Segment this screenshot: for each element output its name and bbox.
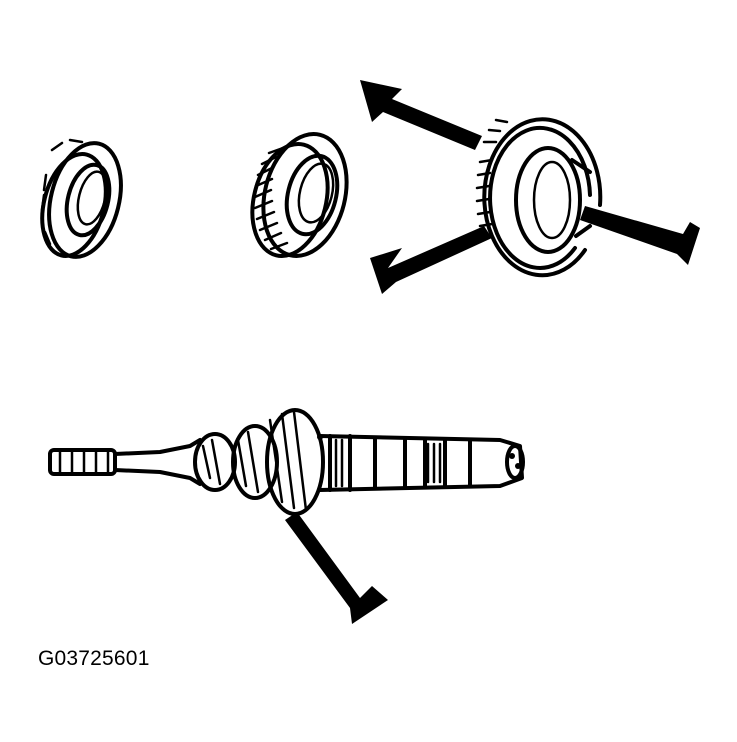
arrow-right: [580, 206, 700, 265]
bearing-race: [40, 138, 123, 259]
input-shaft: [48, 408, 525, 516]
figure-id-label: G03725601: [38, 647, 150, 670]
synchronizer-ring: [475, 117, 603, 278]
arrow-upper-left: [360, 80, 482, 150]
arrow-bottom: [285, 512, 388, 624]
gear-bearing: [250, 132, 349, 258]
arrow-lower-left: [370, 226, 492, 294]
